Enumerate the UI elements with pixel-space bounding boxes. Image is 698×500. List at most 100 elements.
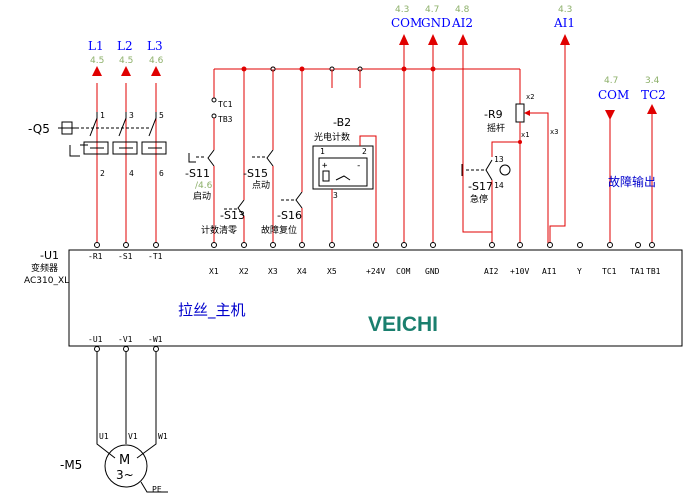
inverter-type: 变频器 (31, 262, 58, 274)
schematic-label: -U1 (88, 335, 103, 344)
switch-s16[interactable]: -S16 故障复位 (261, 69, 303, 243)
schematic-label: TB1 (646, 267, 661, 276)
output-terminals: -U1 -V1 -W1 (88, 335, 163, 352)
schematic-label: X2 (239, 267, 249, 276)
schematic-label: 3 (129, 111, 134, 120)
schematic-label: 4.3 (395, 5, 409, 15)
schematic-label: 1 (100, 111, 105, 120)
schematic-label: U1 (99, 432, 109, 441)
inverter-body (68, 249, 683, 347)
schematic-label: 3~ (116, 468, 134, 482)
schematic-label: -S11 (185, 167, 210, 180)
schematic-label: 计数清零 (201, 224, 237, 236)
schematic-label: - (356, 161, 361, 171)
schematic-label: AI1 (553, 16, 575, 30)
output-tc2: 3.4 TC2 (641, 76, 666, 243)
power-input-l3: L3 4.6 (147, 39, 164, 243)
motor-m5: U1 V1 W1 M 3~ -M5 PE (60, 352, 168, 494)
schematic-label: X3 (268, 267, 278, 276)
signal-com-top: 4.3 COM (391, 5, 422, 243)
schematic-label: 4.5 (119, 56, 133, 66)
schematic-label: 急停 (470, 193, 488, 205)
schematic-label: + (322, 161, 328, 171)
schematic-label: -B2 (333, 116, 351, 129)
schematic-label: X5 (327, 267, 337, 276)
switch-s11[interactable]: -S11 /4.6 启动 (185, 149, 215, 243)
schematic-label: 1 (320, 147, 325, 156)
potentiometer-r9[interactable]: -R9 摇杆 x2 x1 x3 (484, 69, 558, 243)
fault-output-label: 故障输出 (608, 174, 656, 189)
schematic-label: COM (391, 16, 422, 30)
schematic-label: -Q5 (28, 122, 50, 136)
schematic-label: V1 (128, 432, 138, 441)
schematic-label: AI2 (451, 16, 473, 30)
schematic-label: Y (577, 267, 582, 276)
schematic-label: GND (425, 267, 440, 276)
inverter-tag: -U1 (40, 249, 59, 262)
inverter-model: AC310_XL (24, 276, 69, 286)
schematic-label: -W1 (148, 335, 163, 344)
schematic-label: W1 (158, 432, 168, 441)
schematic-label: 摇杆 (487, 122, 505, 134)
schematic-label: X1 (209, 267, 219, 276)
schematic-label: L3 (147, 39, 163, 53)
control-terminals: X1 X2 X3 X4 X5 +24V COM GND AI2 +10V AI1… (209, 242, 661, 276)
schematic-label: 4.5 (90, 56, 104, 66)
schematic-label: 6 (159, 169, 164, 178)
schematic-label: TC2 (641, 88, 666, 102)
schematic-label: -V1 (118, 335, 133, 344)
schematic-label: +10V (510, 267, 529, 276)
schematic-label: 2 (362, 147, 367, 156)
brand-logo: VEICHI (368, 313, 438, 336)
sensor-b2: -B2 光电计数 1 2 + - 3 (312, 116, 377, 243)
schematic-label: AI1 (542, 267, 557, 276)
schematic-label: 4.3 (558, 5, 572, 15)
schematic-label: 4.6 (149, 56, 164, 66)
schematic-label: -M5 (60, 458, 82, 472)
schematic-label: -S1 (118, 252, 133, 261)
signal-ai2-top: 4.8 AI2 (451, 5, 493, 243)
schematic-label: -T1 (148, 252, 163, 261)
schematic-label: 5 (159, 111, 164, 120)
schematic-label: L1 (88, 39, 104, 53)
switch-s15[interactable]: -S15 点动 (243, 69, 274, 243)
schematic-label: TC1 (602, 267, 617, 276)
inverter-title: 拉丝_主机 (178, 301, 246, 320)
schematic-label: x1 (521, 131, 529, 139)
schematic-label: 故障复位 (261, 224, 297, 236)
inverter-u1: -U1 变频器 AC310_XL 拉丝_主机 VEICHI -R1 -S1 -T… (24, 242, 683, 352)
schematic-label: TA1 (630, 267, 645, 276)
schematic-label: 3.4 (645, 76, 660, 86)
schematic-label: 4 (129, 169, 134, 178)
schematic-label: +24V (366, 267, 385, 276)
schematic-label: X4 (297, 267, 307, 276)
schematic-label: -S15 (243, 167, 268, 180)
contact-tc1: TC1 TB3 (211, 69, 233, 150)
schematic-label: AI2 (484, 267, 499, 276)
switch-s17-estop[interactable]: 13 14 -S17 急停 (461, 155, 511, 232)
schematic-label: COM (598, 88, 629, 102)
power-input-l2: L2 4.5 (117, 39, 133, 243)
schematic-label: 光电计数 (314, 131, 350, 143)
schematic-label: L2 (117, 39, 133, 53)
signal-ai1-top: 4.3 AI1 (549, 5, 575, 243)
schematic-label: 4.7 (604, 76, 618, 86)
schematic-label: -S16 (277, 209, 302, 222)
switch-s13[interactable]: -S13 计数清零 (201, 69, 245, 243)
schematic-label: x2 (526, 93, 534, 101)
input-terminals: -R1 -S1 -T1 (88, 242, 163, 261)
schematic-label: GND (421, 16, 451, 30)
breaker-q5: -Q5 1 3 5 2 4 6 (28, 111, 167, 178)
schematic-label: /4.6 (195, 181, 213, 191)
schematic-label: COM (396, 267, 411, 276)
schematic-label: -R9 (484, 108, 503, 121)
schematic-label: M (119, 453, 130, 468)
schematic-label: 3 (333, 191, 338, 200)
schematic-label: 4.8 (455, 5, 470, 15)
power-input-l1: L1 4.5 (88, 39, 104, 243)
schematic-label: 2 (100, 169, 105, 178)
schematic-label: -S13 (220, 209, 245, 222)
output-com: 4.7 COM (598, 76, 629, 243)
b2-feed (331, 69, 361, 88)
